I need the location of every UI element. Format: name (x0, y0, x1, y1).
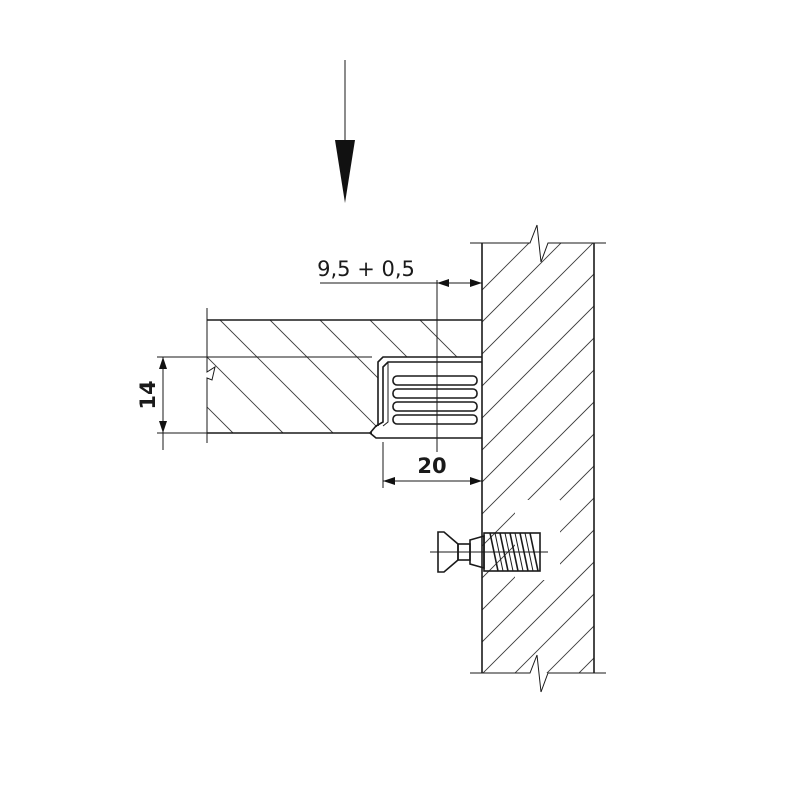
wall-panel (470, 224, 606, 693)
connector-bolt (430, 531, 548, 573)
insertion-arrow (335, 60, 355, 203)
dimension-gap-label: 9,5 + 0,5 (317, 257, 415, 281)
dimension-gap: 9,5 + 0,5 (317, 257, 482, 287)
connector-ribs (392, 375, 478, 425)
dimension-depth-label: 20 (417, 454, 446, 478)
shelf-board (206, 308, 482, 443)
dimension-thickness: 14 (136, 356, 372, 450)
dimension-depth: 20 (382, 442, 482, 488)
dimension-thickness-label: 14 (136, 380, 160, 409)
shelf-connector (368, 280, 482, 452)
wall-hatch (482, 243, 594, 673)
